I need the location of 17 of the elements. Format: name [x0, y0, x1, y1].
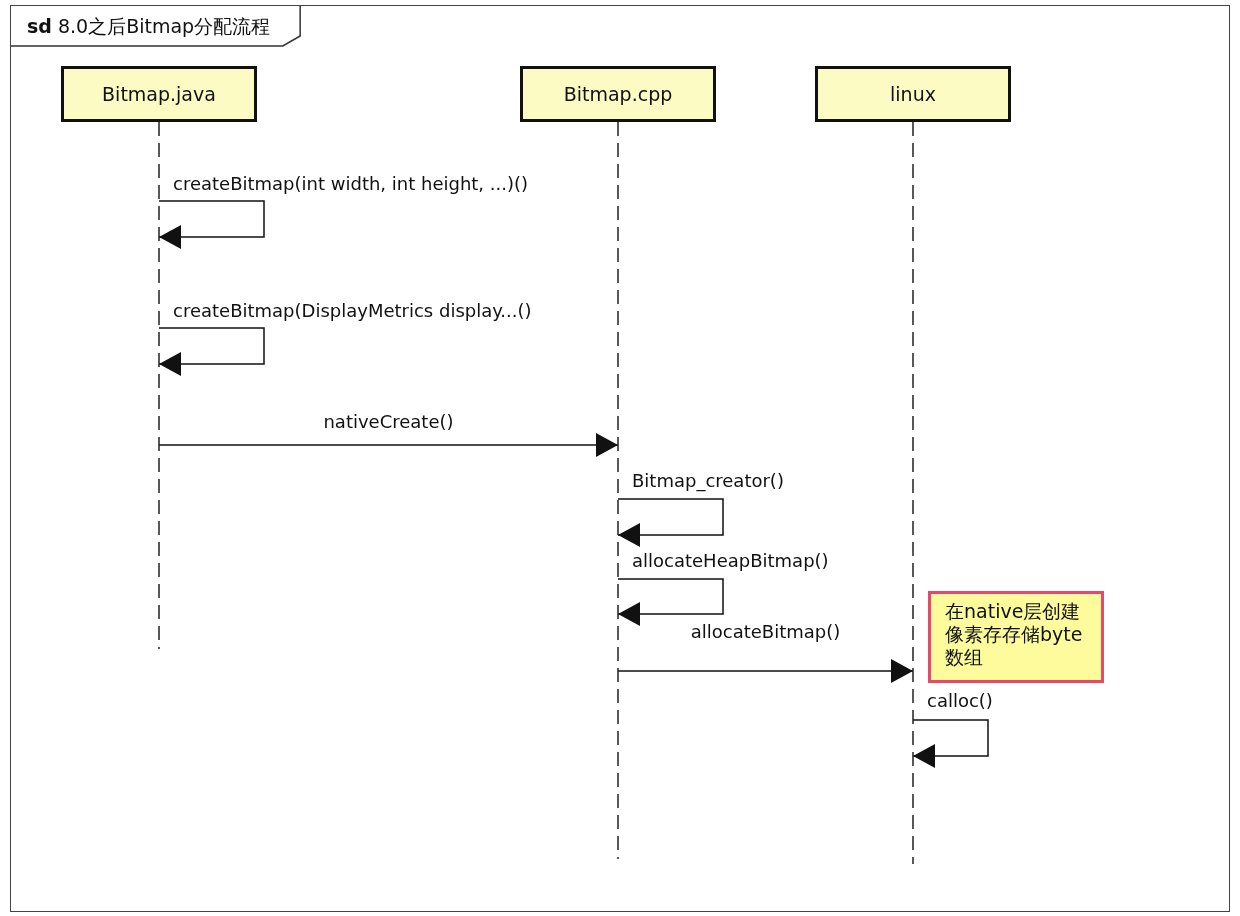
- message-arrow: [158, 433, 619, 457]
- self-message-arrow: [912, 719, 989, 768]
- message-arrow: [617, 659, 914, 683]
- message-label: nativeCreate(): [323, 411, 454, 432]
- message-label: createBitmap(DisplayMetrics display...(): [173, 300, 532, 321]
- frame-title: sd 8.0之后Bitmap分配流程: [11, 6, 301, 46]
- sequence-frame: [10, 5, 1230, 912]
- note-box: 在native层创建像素存存储byte数组: [928, 591, 1104, 683]
- message-label: allocateBitmap(): [690, 621, 841, 642]
- self-message-arrow: [158, 327, 265, 376]
- message-label: allocateHeapBitmap(): [632, 550, 829, 571]
- self-message-arrow: [158, 200, 265, 249]
- message-label: calloc(): [927, 690, 993, 711]
- message-label: Bitmap_creator(): [632, 470, 784, 491]
- self-message-arrow: [617, 578, 724, 626]
- message-label: createBitmap(int width, int height, ...)(): [173, 173, 529, 194]
- self-message-arrow: [617, 498, 724, 547]
